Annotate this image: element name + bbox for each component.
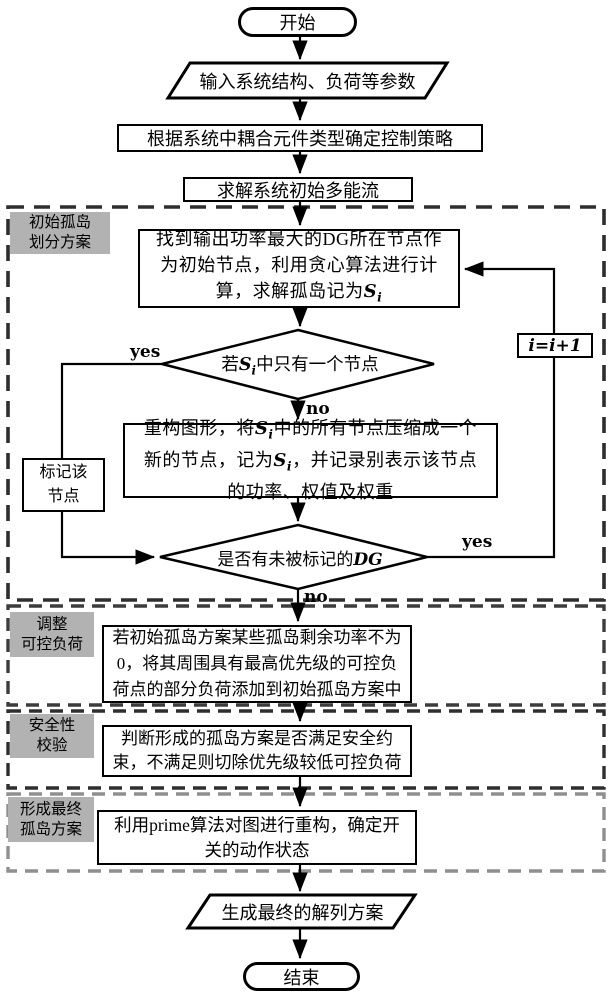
region-label-final-line1: 形成最终 [19,800,82,818]
var-S: S [363,281,378,303]
decision-unmarked-dg-shape [159,523,428,591]
strategy-box: 根据系统中耦合元件类型确定控制策略 [117,124,483,152]
rebuild-line3: 的功率、权值及权重 [227,480,394,505]
mark-node-line2: 节点 [47,488,80,505]
output-parallelogram: 生成最终的解列方案 [200,898,405,926]
var-i-sub: i [377,290,383,305]
region-label-initial-island: 初始孤岛 划分方案 [10,212,110,254]
region-label-security: 安全性 校验 [10,714,94,758]
var-i-sub: i [251,363,257,378]
prime-line2: 关的动作状态 [204,839,310,860]
region-label-adjust-line1: 调整 [36,615,68,633]
find-dg-line1: 找到输出功率最大的DG所在节点作 [156,226,442,252]
var-DG: DG [353,549,383,570]
find-dg-line3-text: 算，求解孤岛记为 [215,281,364,302]
rebuild-l1a: 重构图形，将 [143,418,255,439]
decision-single-node: 若Si中只有一个节点 [170,350,430,378]
region-label-final-island: 形成最终 孤岛方案 [8,797,94,842]
prime-box: 利用prime算法对图进行重构，确定开 关的动作状态 [97,810,417,865]
rebuild-box: 重构图形，将Si中的所有节点压缩成一个 新的节点，记为Si，并记录别表示该节点 … [123,418,498,502]
security-line2: 束，不满足则切除优先级较低可控负荷 [112,753,402,772]
flow-shapes [159,61,450,930]
decision-unmarked-dg: 是否有未被标记的DG [170,543,430,571]
adjust-line2: 0，将其周围具有最高优先级的可控负 [116,654,398,673]
output-label: 生成最终的解列方案 [221,903,384,923]
strategy-label: 根据系统中耦合元件类型确定控制策略 [147,129,453,149]
edge-label-yes-decision1: yes [130,342,161,362]
increment-label: i=i+1 [528,335,582,356]
rebuild-l2b: ，并记录别表示该节点 [292,450,478,470]
output-parallelogram-shape [185,893,418,930]
adjust-line1: 若初始孤岛方案某些孤岛剩余功率不为 [112,628,402,647]
var-S: S [238,354,252,375]
find-dg-line2: 为初始节点，利用贪心算法进行计 [160,252,438,278]
path-decision2-yes-feedback-loop [427,261,556,559]
edge-label-yes-decision2: yes [462,532,493,552]
var-i-sub: i [268,428,274,442]
edge-label-no-decision1: no [306,399,330,419]
decision1-text: 若Si中只有一个节点 [221,351,378,378]
region-label-security-line1: 安全性 [28,717,76,734]
region-label-security-line2: 校验 [36,737,68,754]
var-S: S [273,450,287,471]
input-label: 输入系统结构、负荷等参数 [199,72,416,92]
rebuild-line1: 重构图形，将Si中的所有节点压缩成一个 [144,416,477,448]
var-i-sub: i [286,459,293,474]
mark-node-box: 标记该 节点 [22,458,105,512]
security-box: 判断形成的孤岛方案是否满足安全约 束，不满足则切除优先级较低可控负荷 [102,725,412,777]
input-parallelogram: 输入系统结构、负荷等参数 [180,66,435,96]
mark-node-line1: 标记该 [39,464,88,481]
increment-box: i=i+1 [517,333,593,358]
decision1-post: 中只有一个节点 [256,353,379,374]
region-label-adjust-line2: 可控负荷 [20,635,83,653]
edge-label-no-decision2: no [304,587,328,607]
decision2-text: 是否有未被标记的DG [217,545,382,570]
connectors [60,37,556,960]
rebuild-l2a: 新的节点，记为 [143,450,274,470]
decision1-pre: 若 [221,353,239,374]
find-dg-line3: 算，求解孤岛记为Si [216,278,383,311]
region-label-adjust-load: 调整 可控负荷 [10,612,94,657]
input-parallelogram-shape [165,61,450,100]
var-S: S [254,418,269,440]
region-label-final-line2: 孤岛方案 [19,820,82,838]
initial-flow-box: 求解系统初始多能流 [183,177,413,202]
start-label: 开始 [279,13,316,33]
security-line1: 判断形成的孤岛方案是否满足安全约 [121,729,393,748]
rebuild-line2: 新的节点，记为Si，并记录别表示该节点 [144,448,477,480]
find-dg-line2-text: 为初始节点，利用贪心算法进行计 [160,255,438,276]
decision2-pre: 是否有未被标记的 [217,549,354,569]
end-node: 结束 [243,962,360,991]
end-label: 结束 [283,967,320,988]
adjust-line3: 荷点的部分负荷添加到初始孤岛方案中 [112,680,402,699]
prime-line1: 利用prime算法对图进行重构，确定开 [114,814,400,835]
region-label-initial-island-line1: 初始孤岛 [28,214,91,231]
find-dg-line1-text: 找到输出功率最大的DG所在节点作 [156,229,442,250]
adjust-load-box: 若初始孤岛方案某些孤岛剩余功率不为 0，将其周围具有最高优先级的可控负 荷点的部… [102,625,412,703]
rebuild-l1b: 中的所有节点压缩成一个 [273,418,478,439]
decision-single-node-shape [161,328,435,401]
rebuild-l3: 的功率、权值及权重 [227,481,394,502]
start-node: 开始 [238,7,357,37]
initial-flow-label: 求解系统初始多能流 [217,180,379,201]
find-dg-box: 找到输出功率最大的DG所在节点作 为初始节点，利用贪心算法进行计 算，求解孤岛记… [138,229,460,308]
region-label-initial-island-line2: 划分方案 [28,234,91,251]
